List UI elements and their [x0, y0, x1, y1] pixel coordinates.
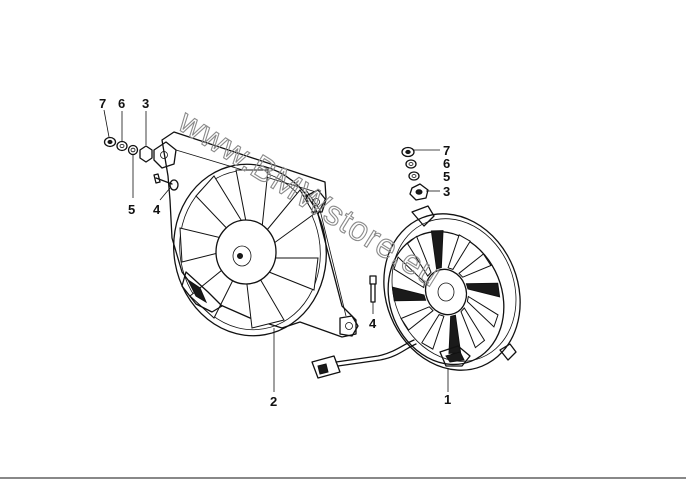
left-nut-7-hole [107, 139, 113, 145]
right-washer-6 [405, 159, 417, 169]
label-right-6: 6 [443, 156, 450, 171]
fan-blade-3 [460, 307, 486, 349]
label-part-2: 2 [270, 394, 277, 409]
fan-blade-1 [465, 282, 501, 298]
middle-bolt-shaft [370, 283, 376, 303]
fan-blade-12 [458, 253, 492, 278]
right-grommet-3 [409, 183, 429, 201]
fan-blade-set [391, 230, 501, 354]
label-left-4: 4 [153, 202, 161, 217]
wire-connector [311, 355, 341, 379]
fan-hub-center [437, 282, 455, 302]
fan-frame-inner [391, 218, 517, 362]
fan-side-tab [499, 343, 517, 361]
fan-motor-tab-shadow [445, 351, 465, 363]
fan-shroud-assembly [153, 131, 359, 338]
shroud-tab-left-hole [160, 151, 168, 159]
shroud-ring-outer [173, 163, 327, 337]
left-washer-5 [127, 144, 139, 156]
middle-bolt-4 [369, 275, 377, 314]
left-washer-6 [116, 140, 128, 152]
fan-blade-10 [430, 230, 444, 270]
shroud-tab-left [153, 141, 177, 169]
leader-left-7 [103, 109, 110, 138]
label-right-3: 3 [443, 184, 450, 199]
label-part-1: 1 [444, 392, 451, 407]
shroud-hub-center [232, 245, 252, 267]
label-left-7: 7 [99, 96, 106, 111]
fan-frame-outer [383, 213, 521, 371]
fan-front-ring [387, 230, 505, 366]
right-washer-5-hole [411, 174, 417, 178]
fan-blade-9 [406, 235, 432, 277]
shroud-tab-lower-right-hole [345, 322, 353, 330]
shroud-motor-shadow [186, 278, 208, 304]
fan-blade-6 [400, 306, 434, 331]
label-left-6: 6 [118, 96, 125, 111]
right-nut-7-hole [405, 149, 411, 155]
fan-wire-a [335, 339, 415, 363]
right-nut-7 [401, 146, 415, 158]
fan-blade-8 [393, 256, 426, 289]
label-left-5: 5 [128, 202, 135, 217]
label-left-3: 3 [142, 96, 149, 111]
left-grommet-3 [139, 145, 153, 163]
left-hardware-stack [103, 109, 179, 201]
fan-blade-4 [448, 314, 462, 354]
shroud-tab-upper-right-hole [312, 198, 320, 206]
middle-bolt-head [369, 275, 377, 285]
part-labels: 7 6 3 5 4 7 6 5 3 4 2 1 [99, 96, 451, 409]
right-washer-6-hole [408, 162, 414, 166]
fan-wire-b [337, 343, 417, 367]
left-bolt-4-head [153, 173, 161, 184]
right-hardware-stack [401, 146, 440, 201]
shroud-plate [161, 131, 357, 338]
fan-hub [424, 268, 468, 316]
shroud-hub-shaft [237, 253, 243, 259]
fan-blade-7 [391, 286, 427, 302]
right-washer-5 [408, 171, 420, 181]
fan-motor-tab [439, 345, 471, 367]
electric-fan-assembly [273, 205, 521, 392]
shroud-fan-hub [215, 219, 277, 285]
left-bolt-4-shaft [155, 177, 173, 185]
label-right-5: 5 [443, 169, 450, 184]
fan-blade-11 [447, 234, 471, 270]
right-grommet-3-hole [415, 189, 423, 195]
fan-blade-5 [421, 314, 445, 350]
label-right-7: 7 [443, 143, 450, 158]
label-mid-4: 4 [369, 316, 377, 331]
shroud-motor-housing [181, 271, 223, 313]
shroud-tab-lower-right [339, 315, 359, 337]
left-nut-7 [103, 136, 117, 148]
left-washer-5-hole [130, 147, 136, 153]
left-bolt-4-collar [169, 179, 179, 191]
left-washer-6-hole [119, 143, 125, 148]
fan-top-bracket [411, 205, 435, 227]
wire-connector-pin [317, 363, 329, 375]
shroud-right-edge [305, 189, 347, 317]
fan-blade-2 [466, 295, 499, 328]
leader-left-4 [159, 187, 171, 201]
